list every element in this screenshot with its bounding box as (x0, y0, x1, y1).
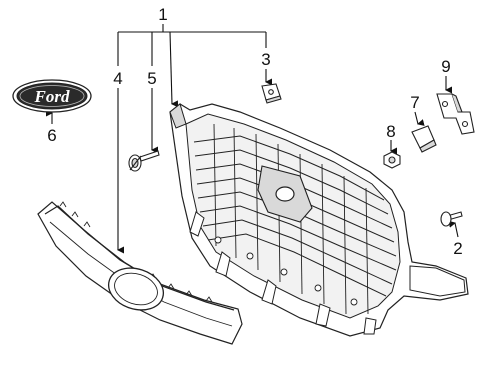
hex-nut (383, 151, 401, 169)
callout-7: 7 (410, 93, 419, 112)
support-bracket (436, 93, 475, 135)
callout-6: 6 (47, 126, 56, 145)
callout-7-arrow (414, 111, 425, 126)
grille-holes (214, 236, 358, 306)
mounting-bolt (128, 150, 160, 172)
grille-mount-tabs (189, 211, 377, 335)
callout-4: 4 (113, 69, 122, 88)
callout-2-arrow (448, 220, 459, 238)
main-grille (169, 103, 469, 337)
leader-lines (46, 24, 459, 254)
callout-2: 2 (453, 239, 462, 258)
callout-3: 3 (261, 50, 270, 69)
callout-9: 9 (441, 57, 450, 76)
callout-1-to-grille-arrow (169, 31, 179, 108)
callout-5: 5 (147, 69, 156, 88)
callout-8: 8 (386, 122, 395, 141)
lower-trim-molding (37, 201, 243, 345)
block-clip (411, 125, 437, 153)
callout-1: 1 (158, 5, 167, 24)
ford-emblem: Ford (12, 79, 92, 113)
emblem-logo-text: Ford (34, 87, 70, 106)
callout-numbers: 1 2 3 4 5 6 7 8 9 (47, 5, 462, 258)
upper-clip (261, 83, 282, 104)
screw (440, 211, 463, 227)
